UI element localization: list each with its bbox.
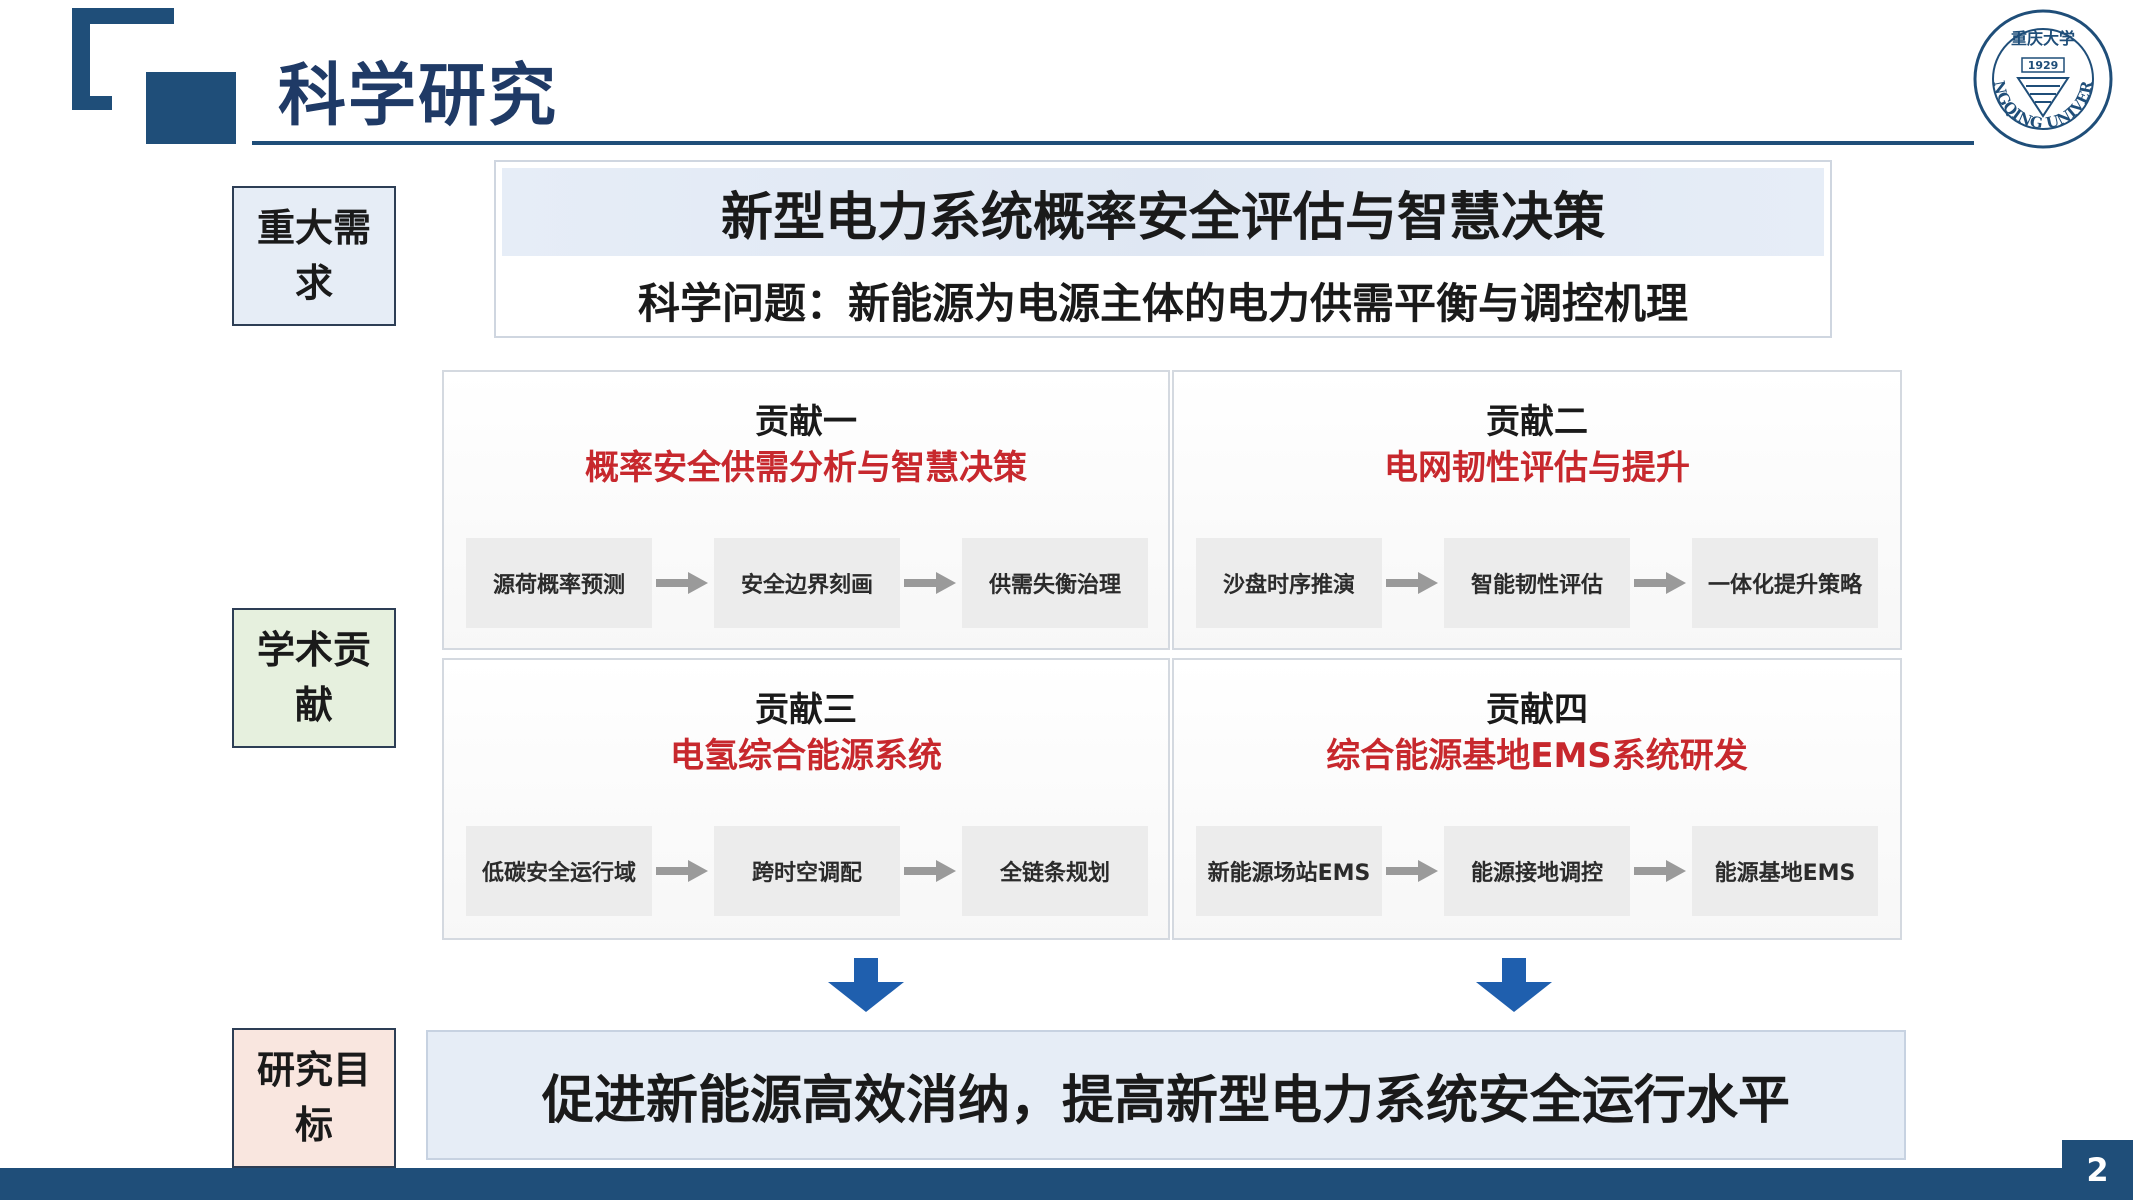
step-box: 低碳安全运行域 xyxy=(466,826,652,916)
demand-title: 新型电力系统概率安全评估与智慧决策 xyxy=(502,168,1824,256)
arrow-right-icon xyxy=(1386,572,1438,594)
seal-top-text: 重庆大学 xyxy=(2011,29,2075,48)
title-underline xyxy=(252,141,1974,145)
page-title: 科学研究 xyxy=(278,57,559,136)
contribution-heading: 贡献四 xyxy=(1486,690,1588,730)
arrow-right-icon xyxy=(656,572,708,594)
contribution-title: 电网韧性评估与提升 xyxy=(1384,448,1690,488)
seal-year: 1929 xyxy=(2028,59,2059,72)
contribution-heading: 贡献一 xyxy=(755,402,857,442)
university-seal-icon: CHONGQING UNIVERSITY 重庆大学 1929 xyxy=(1972,8,2113,149)
arrow-right-icon xyxy=(1386,860,1438,882)
research-goal-box: 促进新能源高效消纳，提高新型电力系统安全运行水平 xyxy=(426,1030,1906,1160)
arrow-down-icon xyxy=(1476,958,1552,1012)
arrow-right-icon xyxy=(1634,572,1686,594)
contribution-heading: 贡献三 xyxy=(755,690,857,730)
step-box: 沙盘时序推演 xyxy=(1196,538,1382,628)
demand-box: 新型电力系统概率安全评估与智慧决策 科学问题：新能源为电源主体的电力供需平衡与调… xyxy=(494,160,1832,338)
footer-bar xyxy=(0,1168,2133,1200)
demand-subtitle: 科学问题：新能源为电源主体的电力供需平衡与调控机理 xyxy=(637,278,1688,328)
contribution-panel-4: 贡献四 综合能源基地EMS系统研发 新能源场站EMS 能源接地调控 能源基地EM… xyxy=(1172,658,1902,940)
step-box: 新能源场站EMS xyxy=(1196,826,1382,916)
label-research-goal: 研究目标 xyxy=(232,1028,396,1168)
step-box: 安全边界刻画 xyxy=(714,538,900,628)
arrow-right-icon xyxy=(656,860,708,882)
contribution-panel-2: 贡献二 电网韧性评估与提升 沙盘时序推演 智能韧性评估 一体化提升策略 xyxy=(1172,370,1902,650)
arrow-right-icon xyxy=(904,572,956,594)
arrow-right-icon xyxy=(904,860,956,882)
arrow-right-icon xyxy=(1634,860,1686,882)
header-bracket-logo xyxy=(72,8,174,110)
label-major-demand: 重大需求 xyxy=(232,186,396,326)
header-square-block xyxy=(146,72,236,144)
step-box: 供需失衡治理 xyxy=(962,538,1148,628)
page-number: 2 xyxy=(2062,1140,2133,1200)
contribution-title: 电氢综合能源系统 xyxy=(670,736,942,776)
contribution-panel-3: 贡献三 电氢综合能源系统 低碳安全运行域 跨时空调配 全链条规划 xyxy=(442,658,1170,940)
arrow-down-icon xyxy=(828,958,904,1012)
contribution-title: 概率安全供需分析与智慧决策 xyxy=(585,448,1027,488)
contribution-heading: 贡献二 xyxy=(1486,402,1588,442)
step-box: 全链条规划 xyxy=(962,826,1148,916)
step-box: 智能韧性评估 xyxy=(1444,538,1630,628)
contribution-panel-1: 贡献一 概率安全供需分析与智慧决策 源荷概率预测 安全边界刻画 供需失衡治理 xyxy=(442,370,1170,650)
step-box: 源荷概率预测 xyxy=(466,538,652,628)
step-box: 能源基地EMS xyxy=(1692,826,1878,916)
contribution-title: 综合能源基地EMS系统研发 xyxy=(1326,736,1748,776)
step-box: 跨时空调配 xyxy=(714,826,900,916)
label-academic-contribution: 学术贡献 xyxy=(232,608,396,748)
step-box: 一体化提升策略 xyxy=(1692,538,1878,628)
step-box: 能源接地调控 xyxy=(1444,826,1630,916)
